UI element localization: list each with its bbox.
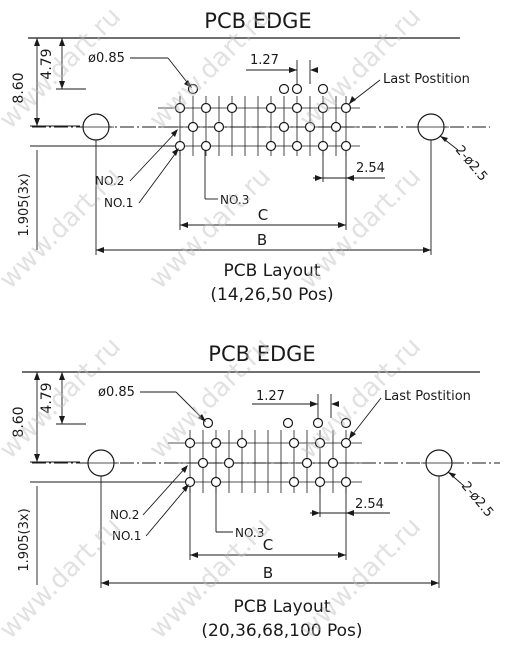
mount-holes-label: 2-ø2.5 <box>452 143 490 185</box>
svg-text:www.dart.ru: www.dart.ru <box>294 162 427 295</box>
pin-no2-label: NO.2 <box>110 508 139 522</box>
dim-row-pitch: 1.905(3x) <box>17 508 32 571</box>
pin-no3-label: NO.3 <box>235 526 264 540</box>
pcb-edge-label: PCB EDGE <box>208 342 315 366</box>
layout-subtitle: (14,26,50 Pos) <box>210 285 333 305</box>
dim-pitch: 1.27 <box>250 53 279 68</box>
pin-no2-label: NO.2 <box>95 174 124 188</box>
dim-c: C <box>263 536 273 554</box>
svg-text:www.dart.ru: www.dart.ru <box>0 2 127 135</box>
last-position-label: Last Postition <box>383 72 470 87</box>
dim-8-60: 8.60 <box>11 406 27 437</box>
pin-field <box>158 83 360 156</box>
watermark: www.dart.ru www.dart.ru www.dart.ru www.… <box>0 2 427 645</box>
pin-no1-label: NO.1 <box>104 196 133 210</box>
dim-row-pitch: 1.905(3x) <box>17 173 32 236</box>
dim-pin-diameter: ø0.85 <box>98 385 135 400</box>
dim-c: C <box>258 206 268 224</box>
dim-pin-diameter: ø0.85 <box>88 51 125 66</box>
pin-field <box>168 417 362 493</box>
dim-b: B <box>257 231 267 249</box>
svg-text:www.dart.ru: www.dart.ru <box>294 2 427 135</box>
dim-4-79: 4.79 <box>39 48 55 79</box>
dim-pitch: 1.27 <box>256 389 285 404</box>
pcb-layout-view-2: PCB EDGE 8.60 4.79 <box>11 342 500 641</box>
layout-title: PCB Layout <box>224 261 321 281</box>
dim-b: B <box>263 564 273 582</box>
dim-4-79: 4.79 <box>39 382 55 413</box>
dim-8-60: 8.60 <box>11 72 27 103</box>
pin-no1-label: NO.1 <box>112 529 141 543</box>
layout-title: PCB Layout <box>234 597 331 617</box>
pcb-edge-label: PCB EDGE <box>204 9 311 33</box>
dim-row-spacing: 2.54 <box>355 497 384 512</box>
dim-row-spacing: 2.54 <box>356 161 385 176</box>
pin-no3-label: NO.3 <box>220 193 249 207</box>
last-position-label: Last Postition <box>384 389 471 404</box>
layout-subtitle: (20,36,68,100 Pos) <box>201 621 362 641</box>
